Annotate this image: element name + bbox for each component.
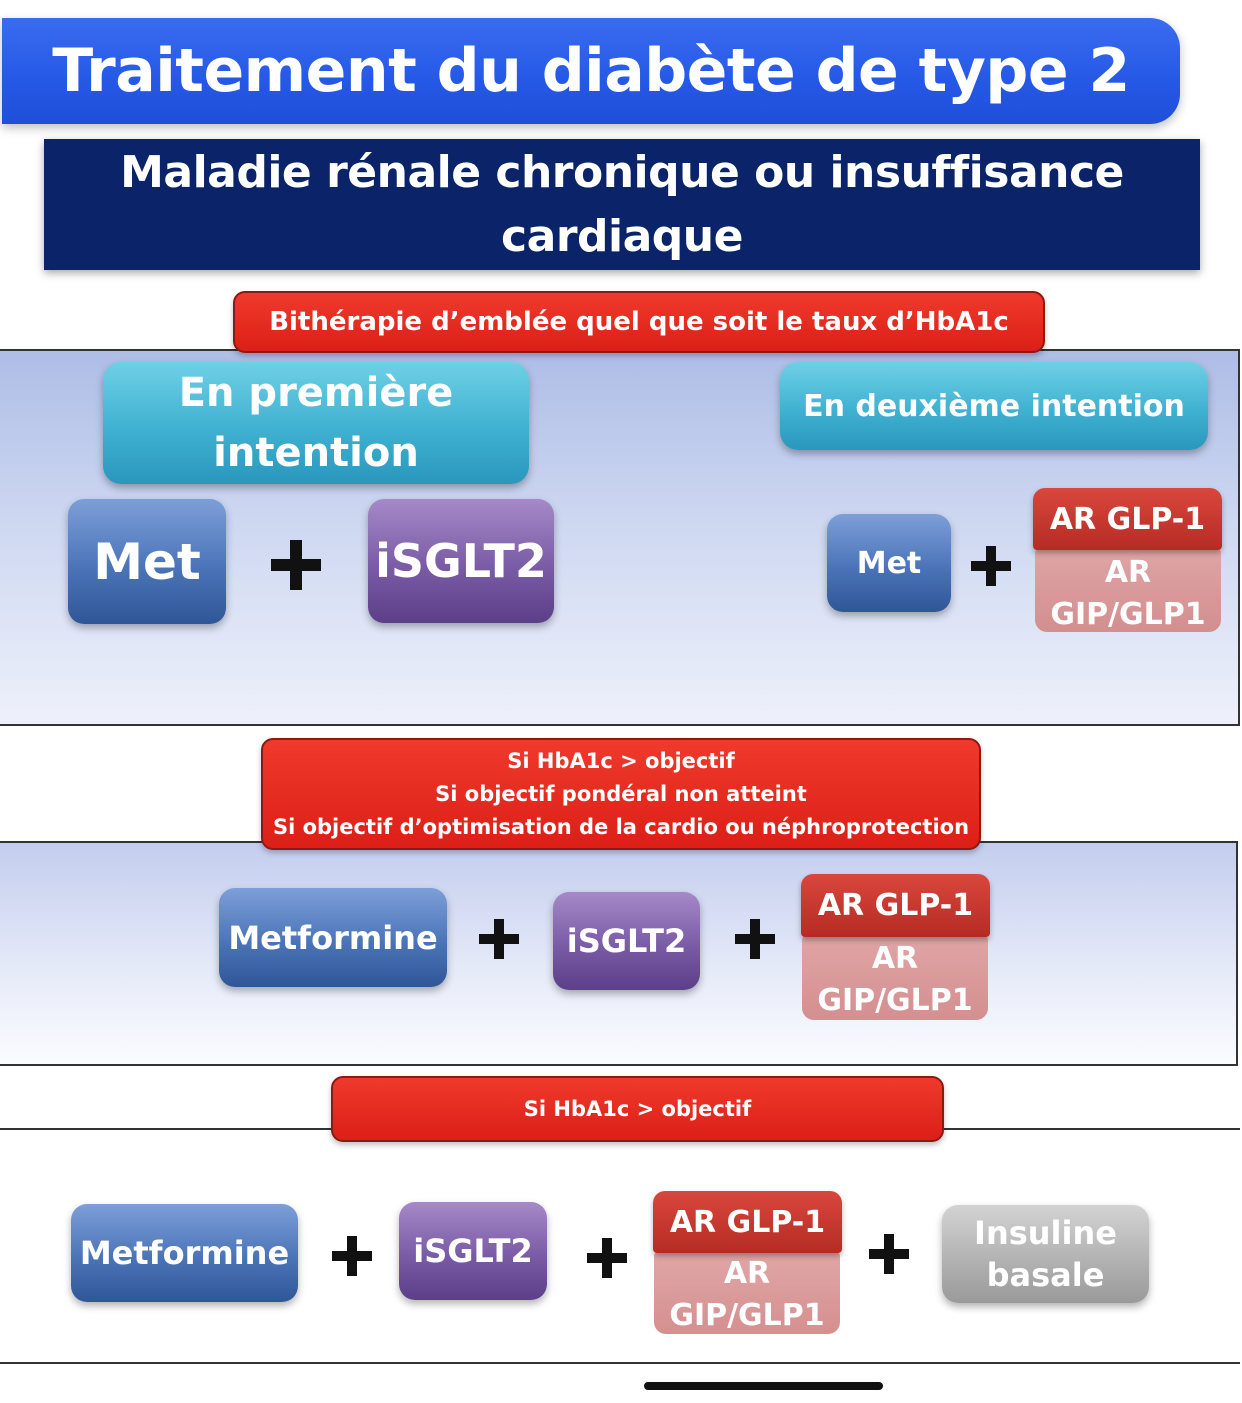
metformine-label: Metformine: [228, 918, 438, 957]
met-label: Met: [856, 545, 922, 581]
metformine-box-section2: Metformine: [219, 888, 447, 987]
met-box-first-line: Met: [68, 499, 226, 624]
gip-glp1-box-second-line: AR GIP/GLP1: [1035, 549, 1221, 632]
plus-icon: [328, 1232, 376, 1280]
glp1-box-second-line: AR GLP-1: [1033, 488, 1222, 550]
plus-icon: [966, 541, 1016, 591]
met-label: Met: [93, 532, 201, 591]
gip-glp1-label-line2: GIP/GLP1: [1050, 596, 1206, 632]
home-indicator[interactable]: [644, 1382, 883, 1390]
metformine-box-section3: Metformine: [71, 1204, 298, 1302]
subtitle-text: Maladie rénale chronique ou insuffisance…: [120, 146, 1124, 262]
glp1-box-section3: AR GLP-1: [653, 1191, 842, 1253]
plus-icon: [266, 535, 326, 595]
first-line-label: En première intention: [178, 370, 454, 476]
section2-condition-banner: Si HbA1c > objectif Si objectif pondéral…: [261, 738, 981, 850]
plus-icon: [865, 1230, 913, 1278]
gip-glp1-label-line2: GIP/GLP1: [817, 983, 973, 1018]
gip-glp1-label-line2: GIP/GLP1: [669, 1298, 825, 1333]
isglt2-label: iSGLT2: [566, 922, 687, 960]
insuline-label-line2: basale: [986, 1256, 1105, 1294]
section1-condition-banner: Bithérapie d’emblée quel que soit le tau…: [233, 291, 1045, 353]
isglt2-label: iSGLT2: [413, 1232, 533, 1270]
subtitle-banner: Maladie rénale chronique ou insuffisance…: [44, 139, 1200, 270]
isglt2-box-section3: iSGLT2: [399, 1202, 547, 1300]
section3-condition-text: Si HbA1c > objectif: [523, 1097, 752, 1121]
second-line-label: En deuxième intention: [803, 388, 1185, 424]
glp1-label: AR GLP-1: [1049, 501, 1206, 537]
section1-condition-text: Bithérapie d’emblée quel que soit le tau…: [269, 307, 1009, 337]
isglt2-box-section2: iSGLT2: [553, 892, 700, 990]
gip-glp1-label-line1: AR: [871, 941, 919, 976]
metformine-label: Metformine: [79, 1234, 290, 1272]
page-title-text: Traitement du diabète de type 2: [52, 36, 1130, 106]
plus-icon: [731, 915, 779, 963]
section2-condition-line: Si objectif pondéral non atteint: [435, 781, 807, 806]
insuline-label-line1: Insuline: [974, 1214, 1117, 1252]
gip-glp1-box-section3: AR GIP/GLP1: [654, 1252, 840, 1334]
gip-glp1-label-line1: AR: [723, 1256, 771, 1291]
gip-glp1-label-line1: AR: [1104, 554, 1152, 590]
glp1-label: AR GLP-1: [817, 888, 974, 923]
insuline-basale-box: Insuline basale: [942, 1205, 1149, 1303]
page-title: Traitement du diabète de type 2: [2, 18, 1180, 124]
plus-icon: [583, 1234, 631, 1282]
section3-condition-banner: Si HbA1c > objectif: [331, 1076, 944, 1142]
section2-condition-line: Si HbA1c > objectif: [507, 748, 735, 773]
gip-glp1-box-section2: AR GIP/GLP1: [802, 936, 988, 1020]
glp1-box-section2: AR GLP-1: [801, 874, 990, 937]
glp1-label: AR GLP-1: [669, 1204, 826, 1240]
met-box-second-line: Met: [827, 514, 951, 612]
isglt2-label: iSGLT2: [375, 534, 547, 588]
isglt2-box-first-line: iSGLT2: [368, 499, 554, 623]
second-line-header: En deuxième intention: [780, 362, 1208, 450]
plus-icon: [475, 915, 523, 963]
section2-condition-line: Si objectif d’optimisation de la cardio …: [272, 814, 970, 839]
first-line-header: En première intention: [103, 362, 529, 484]
